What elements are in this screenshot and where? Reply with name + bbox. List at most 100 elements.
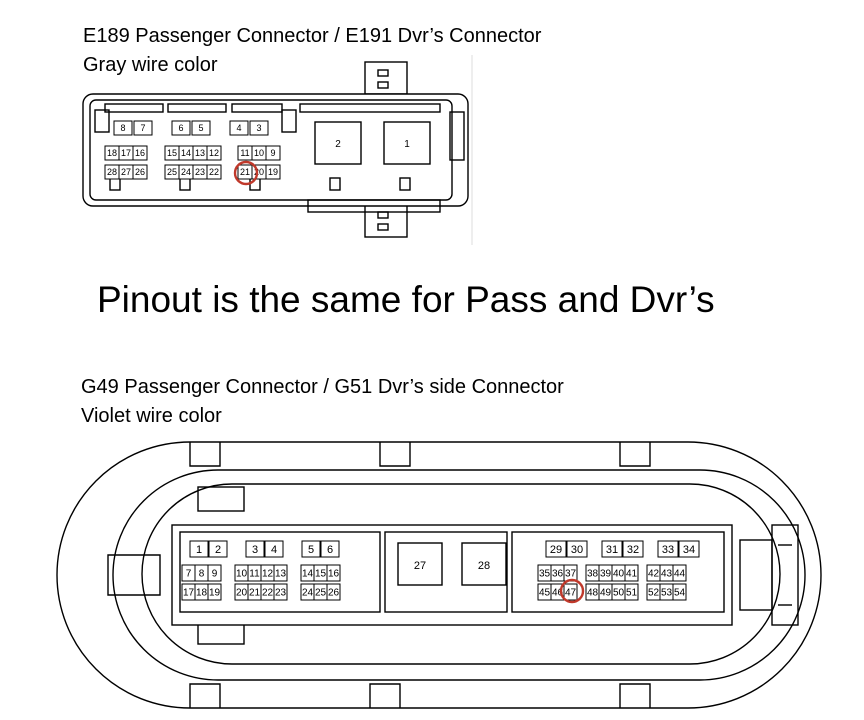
pin-6: 6 (171, 120, 191, 136)
pin-23: 23 (273, 583, 288, 601)
connector2-wire-color: Violet wire color (81, 405, 222, 427)
pin-16: 16 (326, 564, 341, 582)
pin-label: 10 (236, 569, 248, 580)
pin-label: 18 (196, 588, 208, 599)
connector1-top-latch (364, 61, 408, 95)
pin-38: 38 (585, 564, 600, 582)
pin-label: 2 (215, 544, 221, 556)
pin-10: 10 (251, 145, 267, 161)
pin-21: 21 (247, 583, 262, 601)
connector1-bottom-latch (364, 204, 408, 238)
pin-1: 1 (189, 540, 209, 558)
pin-12: 12 (206, 145, 222, 161)
pin-label: 23 (195, 167, 205, 177)
pin-label: 46 (552, 588, 564, 599)
pin-22: 22 (206, 164, 222, 180)
pin-5: 5 (301, 540, 321, 558)
pin-4: 4 (264, 540, 284, 558)
pin-26: 26 (132, 164, 148, 180)
pin-39: 39 (598, 564, 613, 582)
pin-label: 41 (626, 569, 638, 580)
pin-label: 20 (236, 588, 248, 599)
pin-21: 21 (237, 164, 253, 180)
pin-label: 25 (315, 588, 327, 599)
pin-label: 22 (262, 588, 274, 599)
connector2-title: G49 Passenger Connector / G51 Dvr’s side… (81, 376, 564, 398)
pin-46: 46 (550, 583, 565, 601)
pin-label: 23 (275, 588, 287, 599)
pin-label: 6 (178, 123, 183, 133)
pin-label: 14 (181, 148, 191, 158)
pin-label: 19 (209, 588, 221, 599)
pin-label: 28 (107, 167, 117, 177)
pin-54: 54 (672, 583, 687, 601)
pin-16: 16 (132, 145, 148, 161)
pin-43: 43 (659, 564, 674, 582)
pin-label: 36 (552, 569, 564, 580)
pin-22: 22 (260, 583, 275, 601)
pin-47: 47 (563, 583, 578, 601)
pin-label: 5 (308, 544, 314, 556)
pin-50: 50 (611, 583, 626, 601)
pin-label: 53 (661, 588, 673, 599)
pin-label: 8 (120, 123, 125, 133)
pin-label: 35 (539, 569, 551, 580)
pin-33: 33 (657, 540, 679, 558)
pin-9: 9 (207, 564, 222, 582)
pin-8: 8 (194, 564, 209, 582)
large-pin-1: 1 (404, 139, 410, 150)
pin-label: 22 (209, 167, 219, 177)
connector1-caption: E189 Passenger Connector / E191 Dvr’s Co… (83, 22, 541, 80)
pin-label: 25 (167, 167, 177, 177)
pin-label: 12 (209, 148, 219, 158)
pin-label: 3 (256, 123, 261, 133)
pin-label: 44 (674, 569, 686, 580)
pin-8: 8 (113, 120, 133, 136)
pin-label: 7 (140, 123, 145, 133)
pin-52: 52 (646, 583, 661, 601)
pin-label: 4 (271, 544, 277, 556)
pin-label: 20 (254, 167, 264, 177)
pin-label: 17 (121, 148, 131, 158)
pin-19: 19 (207, 583, 222, 601)
pin-label: 24 (302, 588, 314, 599)
pin-label: 4 (236, 123, 241, 133)
pin-53: 53 (659, 583, 674, 601)
pin-label: 7 (186, 569, 192, 580)
pin-3: 3 (245, 540, 265, 558)
pin-label: 47 (565, 588, 577, 599)
pin-label: 15 (167, 148, 177, 158)
pin-label: 24 (181, 167, 191, 177)
pin-17: 17 (181, 583, 196, 601)
large-pin-27: 27 (414, 560, 426, 572)
pin-20: 20 (234, 583, 249, 601)
pin-label: 33 (662, 544, 674, 556)
pin-label: 1 (196, 544, 202, 556)
pin-label: 31 (606, 544, 618, 556)
pin-11: 11 (237, 145, 253, 161)
connector1-title: E189 Passenger Connector / E191 Dvr’s Co… (83, 25, 542, 47)
pin-label: 26 (135, 167, 145, 177)
pin-18: 18 (104, 145, 120, 161)
pin-27: 27 (118, 164, 134, 180)
pin-label: 18 (107, 148, 117, 158)
pin-label: 38 (587, 569, 599, 580)
connector2-caption: G49 Passenger Connector / G51 Dvr’s side… (81, 373, 564, 431)
pin-3: 3 (249, 120, 269, 136)
pin-29: 29 (545, 540, 567, 558)
connector1-highlight-ring (233, 160, 259, 186)
pin-label: 19 (268, 167, 278, 177)
pin-28: 28 (104, 164, 120, 180)
pin-17: 17 (118, 145, 134, 161)
pin-26: 26 (326, 583, 341, 601)
pin-label: 12 (262, 569, 274, 580)
pin-14: 14 (178, 145, 194, 161)
pin-25: 25 (164, 164, 180, 180)
pin-9: 9 (265, 145, 281, 161)
pin-label: 21 (240, 167, 250, 177)
pin-label: 39 (600, 569, 612, 580)
pin-label: 50 (613, 588, 625, 599)
pin-label: 15 (315, 569, 327, 580)
pin-label: 42 (648, 569, 660, 580)
